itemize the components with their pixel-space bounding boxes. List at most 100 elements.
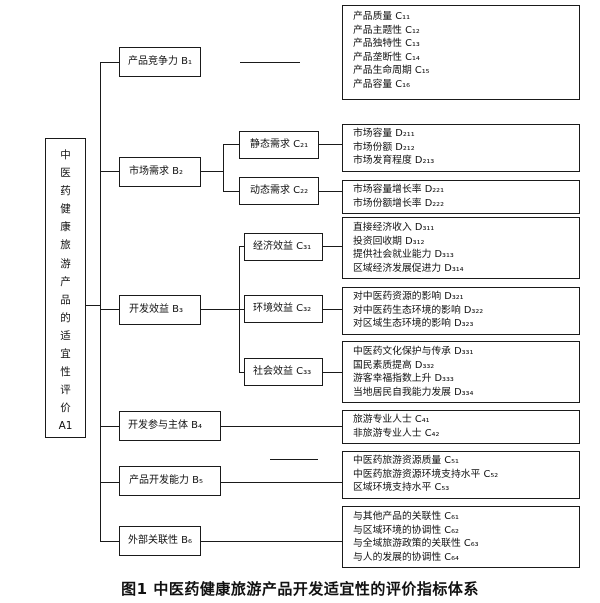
node-c31: 经济效益 C₃₁ <box>244 233 323 261</box>
connector <box>223 144 225 192</box>
indicator-item: 当地居民自我能力发展 D₃₃₄ <box>353 386 474 398</box>
node-b6-label: 外部关联性 B₆ <box>128 535 193 546</box>
connector <box>318 144 343 146</box>
connector <box>100 541 120 543</box>
indicator-item: 市场份额增长率 D₂₂₂ <box>353 197 445 209</box>
connector <box>318 191 343 193</box>
root-label-char: 宜 <box>60 348 71 361</box>
root-label-char: 价 <box>60 402 71 415</box>
root-label-char: 医 <box>60 167 71 180</box>
connector <box>239 309 245 311</box>
indicator-item: 与人的发展的协调性 C₆₄ <box>353 551 459 563</box>
indicator-item: 市场容量增长率 D₂₂₁ <box>353 184 445 195</box>
node-c33: 社会效益 C₃₃ <box>244 358 323 386</box>
indicator-item: 产品垄断性 C₁₄ <box>353 51 420 63</box>
node-b3: 开发效益 B₃ <box>119 295 201 325</box>
node-c31-label: 经济效益 C₃₁ <box>253 241 312 252</box>
connector <box>200 309 240 311</box>
connector <box>100 62 102 542</box>
node-b1-label: 产品竞争力 B₁ <box>128 56 193 67</box>
indicator-item: 市场份额 D₂₁₂ <box>353 141 415 153</box>
connector <box>100 482 120 484</box>
indicator-item: 旅游专业人士 C₄₁ <box>353 414 430 425</box>
connector <box>223 144 240 146</box>
node-b3-label: 开发效益 B₃ <box>129 304 184 315</box>
leaf-box-b6: 与其他产品的关联性 C₆₁ 与区域环境的协调性 C₆₂ 与全域旅游政策的关联性 C₆… <box>342 506 580 568</box>
indicator-item: 产品质量 C₁₁ <box>353 11 410 22</box>
indicator-item: 与其他产品的关联性 C₆₁ <box>353 511 459 522</box>
connector <box>239 372 245 374</box>
indicator-item: 区域经济发展促进力 D₃₁₄ <box>353 262 464 274</box>
connector <box>220 426 343 428</box>
node-b4: 开发参与主体 B₄ <box>119 411 221 441</box>
root-label-char: 评 <box>60 384 71 397</box>
node-c21-label: 静态需求 C₂₁ <box>250 139 309 150</box>
node-c32: 环境效益 C₃₂ <box>244 295 323 323</box>
indicator-item: 中医药旅游资源质量 C₅₁ <box>353 455 459 466</box>
connector <box>100 426 120 428</box>
node-b2-label: 市场需求 B₂ <box>129 166 184 177</box>
indicator-item: 中医药旅游资源环境支持水平 C₅₂ <box>353 468 499 480</box>
indicator-item: 与全域旅游政策的关联性 C₆₃ <box>353 538 479 550</box>
node-b2: 市场需求 B₂ <box>119 157 201 187</box>
indicator-item: 提供社会就业能力 D₃₁₃ <box>353 249 454 261</box>
root-label-char: 适 <box>60 329 71 342</box>
connector <box>100 309 120 311</box>
connector <box>240 62 300 64</box>
connector <box>100 171 120 173</box>
connector <box>322 372 343 374</box>
leaf-box-c32: 对中医药资源的影响 D₃₂₁ 对中医药生态环境的影响 D₃₂₂ 对区域生态环境的影响… <box>342 287 580 335</box>
connector <box>85 305 101 307</box>
indicator-item: 对中医药生态环境的影响 D₃₂₂ <box>353 304 484 316</box>
node-b4-label: 开发参与主体 B₄ <box>128 420 203 431</box>
indicator-item: 对区域生态环境的影响 D₃₂₃ <box>353 318 474 330</box>
indicator-item: 直接经济收入 D₃₁₁ <box>353 222 435 233</box>
leaf-box-c22: 市场容量增长率 D₂₂₁ 市场份额增长率 D₂₂₂ <box>342 180 580 214</box>
root-label-char: 游 <box>60 257 71 270</box>
indicator-item: 非旅游专业人士 C₄₂ <box>353 427 440 439</box>
node-b5: 产品开发能力 B₅ <box>119 466 221 496</box>
node-c21: 静态需求 C₂₁ <box>239 131 319 159</box>
root-label-char: 性 <box>60 366 71 379</box>
indicator-item: 中医药文化保护与传承 D₃₃₁ <box>353 346 474 357</box>
indicator-item: 对中医药资源的影响 D₃₂₁ <box>353 291 464 302</box>
node-c22: 动态需求 C₂₂ <box>239 177 319 205</box>
connector <box>100 62 120 64</box>
connector <box>270 459 318 461</box>
indicator-item: 产品生命周期 C₁₅ <box>353 65 430 77</box>
root-label-char: 中 <box>60 149 71 161</box>
indicator-item: 市场容量 D₂₁₁ <box>353 128 415 139</box>
indicator-item: 产品独特性 C₁₃ <box>353 38 420 50</box>
node-c22-label: 动态需求 C₂₂ <box>250 185 309 196</box>
leaf-box-b4: 旅游专业人士 C₄₁ 非旅游专业人士 C₄₂ <box>342 410 580 444</box>
indicator-item: 投资回收期 D₃₁₂ <box>353 235 425 247</box>
root-label-char: 健 <box>60 203 71 216</box>
connector <box>322 309 343 311</box>
indicator-item: 与区域环境的协调性 C₆₂ <box>353 524 459 536</box>
connector <box>200 541 343 543</box>
indicator-item: 游客幸福指数上升 D₃₃₃ <box>353 373 454 385</box>
node-b1: 产品竞争力 B₁ <box>119 47 201 77</box>
indicator-item: 市场发育程度 D₂₁₃ <box>353 155 435 167</box>
leaf-box-b5: 中医药旅游资源质量 C₅₁ 中医药旅游资源环境支持水平 C₅₂ 区域环境支持水平 C… <box>342 451 580 499</box>
connector <box>220 482 343 484</box>
indicator-item: 国民素质提高 D₃₃₂ <box>353 359 435 371</box>
indicator-item: 区域环境支持水平 C₅₃ <box>353 482 450 494</box>
node-b5-label: 产品开发能力 B₅ <box>129 475 204 486</box>
node-b6: 外部关联性 B₆ <box>119 526 201 556</box>
root-label-char: A1 <box>58 420 73 433</box>
indicator-item: 产品主题性 C₁₂ <box>353 24 420 36</box>
node-c32-label: 环境效益 C₃₂ <box>253 303 312 314</box>
node-c33-label: 社会效益 C₃₃ <box>253 366 312 377</box>
connector <box>239 246 245 248</box>
leaf-box-c21: 市场容量 D₂₁₁ 市场份额 D₂₁₂ 市场发育程度 D₂₁₃ <box>342 124 580 172</box>
root-label-char: 药 <box>60 185 71 198</box>
indicator-item: 产品容量 C₁₆ <box>353 78 410 90</box>
connector <box>322 246 343 248</box>
